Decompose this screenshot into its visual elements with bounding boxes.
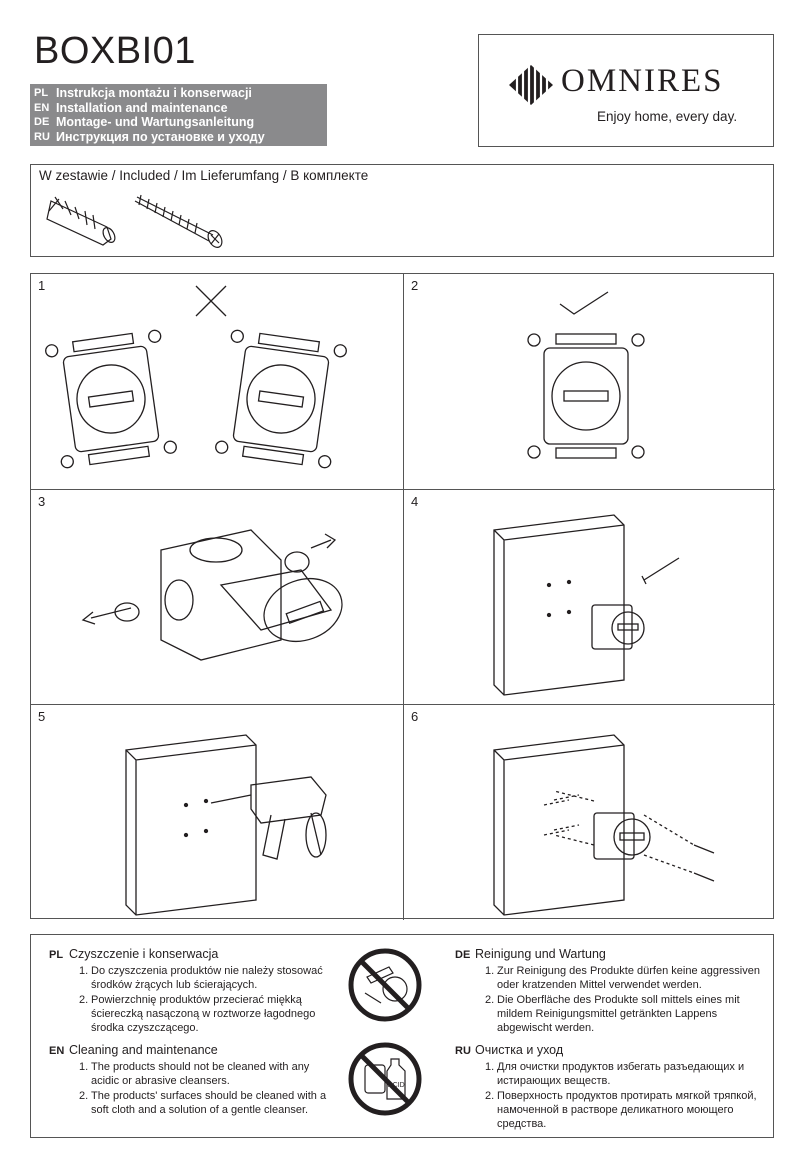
wall-plug-and-screw-icon [46,194,223,248]
list-item: 1.Для очистки продуктов избегать разъеда… [485,1060,765,1088]
care-lang-code: RU [455,1045,471,1057]
care-warning-icons: ACID [348,948,422,1116]
item-text: The products' surfaces should be cleaned… [91,1090,327,1116]
lang-row-de: DE Montage- und Wartungsanleitung [34,115,327,130]
care-list: 1.The products should not be cleaned wit… [49,1060,339,1117]
language-title-bar: PL Instrukcja montażu i konserwacji EN I… [30,84,327,146]
item-number: 1. [79,1061,89,1073]
item-text: Powierzchnię produktów przecierać miękką… [91,994,316,1034]
lang-code: DE [34,116,50,128]
item-number: 2. [485,994,495,1006]
item-number: 2. [485,1090,495,1102]
mounting-plate-wrong-orientation-icon [45,285,347,469]
care-lang-code: DE [455,949,471,961]
list-item: 2.Die Oberfläche des Produkte soll mitte… [485,993,765,1035]
step-number: 6 [411,709,419,724]
item-number: 2. [79,994,89,1006]
step-number: 4 [411,494,419,509]
list-item: 1.Do czyszczenia produktów nie należy st… [79,964,339,992]
care-title: Czyszczenie i konserwacja [69,947,219,961]
care-section-de: DE Reinigung und Wartung 1.Zur Reinigung… [455,947,765,1036]
lang-title: Installation and maintenance [56,100,228,115]
list-item: 2.Поверхность продуктов протирать мягкой… [485,1089,765,1131]
step-number: 2 [411,278,419,293]
lang-row-en: EN Installation and maintenance [34,101,327,116]
item-text: Поверхность продуктов протирать мягкой т… [497,1090,757,1130]
list-item: 1.Zur Reinigung des Produkte dürfen kein… [485,964,765,992]
step-2: 2 [404,274,775,490]
care-lang-code: EN [49,1045,65,1057]
care-section-en: EN Cleaning and maintenance 1.The produc… [49,1043,339,1118]
no-acid-cleaners-icon: ACID [348,1042,422,1116]
step-4: 4 [404,490,775,705]
item-text: Zur Reinigung des Produkte dürfen keine … [497,965,760,991]
item-text: Для очистки продуктов избегать разъедающ… [497,1061,745,1087]
step-5: 5 [31,705,404,920]
fix-box-with-screws-icon [493,734,715,916]
item-number: 1. [485,1061,495,1073]
product-code: BOXBI01 [34,30,196,72]
steps-grid: 1 [30,273,775,920]
lang-code: RU [34,130,50,143]
item-text: Do czyszczenia produktów nie należy stos… [91,965,323,991]
item-text: The products should not be cleaned with … [91,1061,310,1087]
care-lang-code: PL [49,949,64,961]
care-section-ru: RU Очистка и уход 1.Для очистки продукто… [455,1043,765,1132]
brand-tagline: Enjoy home, every day. [597,109,738,124]
drill-holes-icon [125,734,327,916]
omnires-diamond-logo-icon [509,65,553,105]
lang-row-pl: PL Instrukcja montażu i konserwacji [34,86,327,101]
list-item: 1.The products should not be cleaned wit… [79,1060,339,1088]
brand-name: OMNIRES [561,63,724,99]
item-number: 1. [485,965,495,977]
care-title: Cleaning and maintenance [69,1043,218,1057]
remove-caps-from-box-icon [81,529,343,661]
lang-code: EN [34,101,50,114]
step-number: 3 [38,494,46,509]
care-list: 1.Zur Reinigung des Produkte dürfen kein… [455,964,765,1035]
lang-title: Montage- und Wartungsanleitung [56,115,255,129]
item-number: 2. [79,1090,89,1102]
step-6: 6 [404,705,775,920]
included-title: W zestawie / Included / Im Lieferumfang … [39,168,369,183]
brand-box: OMNIRES Enjoy home, every day. [478,34,774,147]
care-box: PL Czyszczenie i konserwacja 1.Do czyszc… [30,934,774,1138]
care-section-pl: PL Czyszczenie i konserwacja 1.Do czyszc… [49,947,339,1036]
list-item: 2.Powierzchnię produktów przecierać mięk… [79,993,339,1035]
lang-code: PL [34,87,49,99]
lang-title: Инструкция по установке и уходу [56,129,265,144]
step-number: 1 [38,278,46,293]
lang-title: Instrukcja montażu i konserwacji [56,86,252,100]
care-list: 1.Для очистки продуктов избегать разъеда… [455,1060,765,1131]
mark-holes-on-wall-icon [493,514,680,696]
care-title: Reinigung und Wartung [475,947,606,961]
step-number: 5 [38,709,46,724]
no-abrasive-tools-icon [348,948,422,1022]
step-1: 1 [31,274,404,490]
list-item: 2.The products' surfaces should be clean… [79,1089,339,1117]
care-list: 1.Do czyszczenia produktów nie należy st… [49,964,339,1035]
mounting-plate-correct-orientation-icon [527,291,645,459]
acid-label: ACID [388,1082,405,1089]
item-number: 1. [79,965,89,977]
lang-row-ru: RU Инструкция по установке и уходу [34,130,327,145]
included-box: W zestawie / Included / Im Lieferumfang … [30,164,774,257]
care-title: Очистка и уход [475,1043,564,1057]
step-3: 3 [31,490,404,705]
item-text: Die Oberfläche des Produkte soll mittels… [497,994,740,1034]
